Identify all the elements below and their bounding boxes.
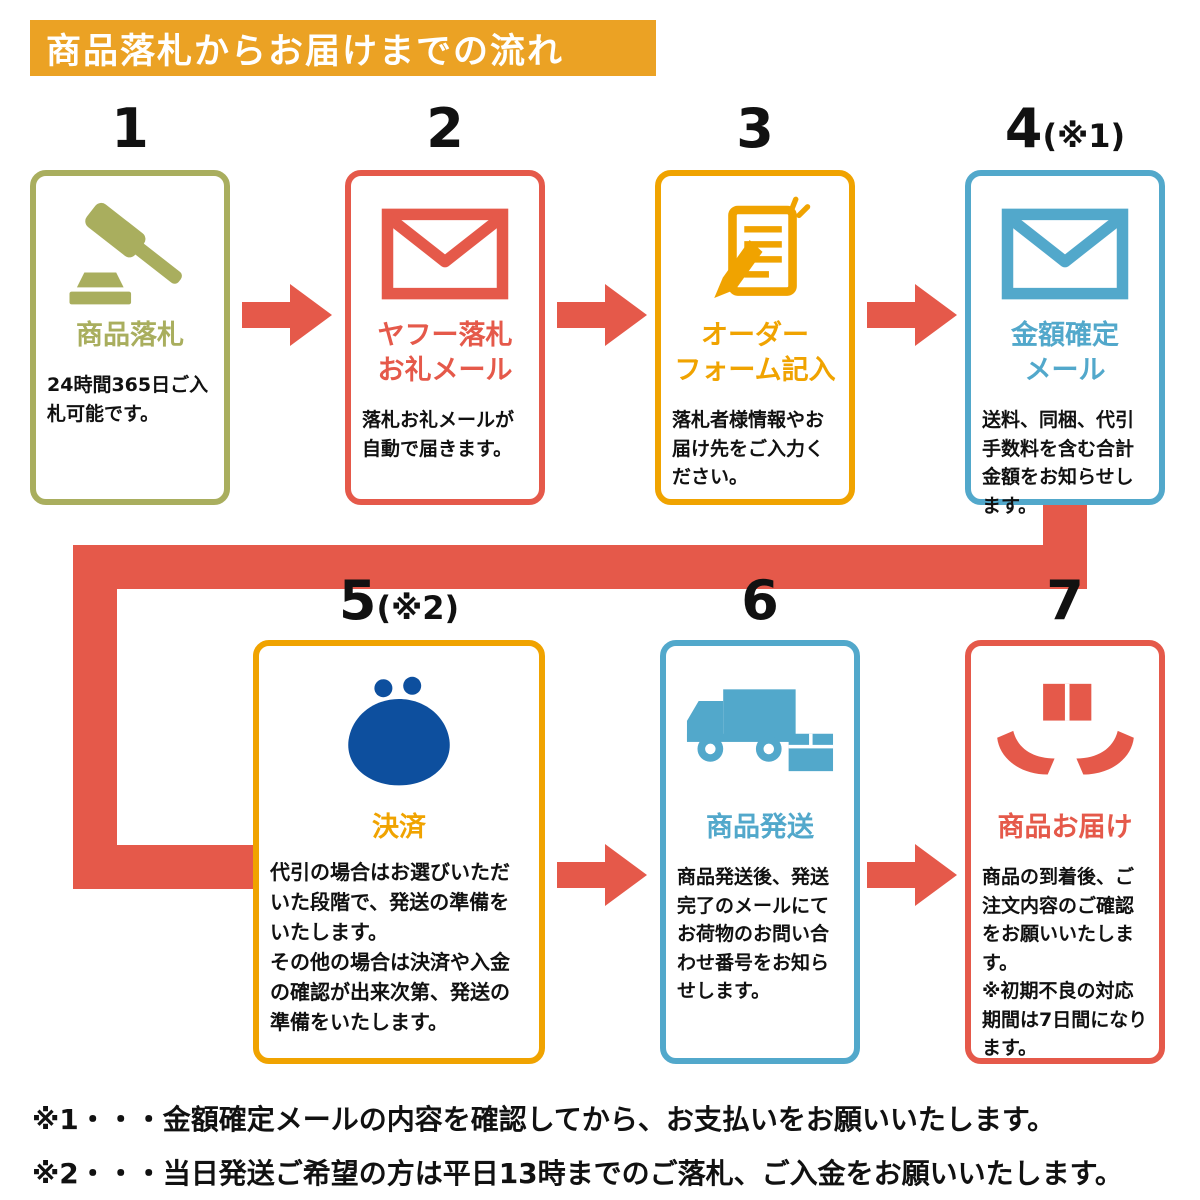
step-description: 商品発送後、発送完了のメールにてお荷物のお問い合わせ番号をお知らせします。: [677, 866, 830, 1003]
page-title: 商品落札からお届けまでの流れ: [30, 20, 656, 76]
step-description: 落札お礼メールが自動で届きます。: [362, 409, 515, 460]
step-card-order-form: オーダー フォーム記入 落札者様情報やお届け先をご入力ください。: [655, 170, 855, 505]
delivery-truck-icon: [681, 660, 839, 810]
step-number-5: 5(※2): [338, 569, 460, 632]
step-title: 商品お届け: [997, 812, 1133, 843]
order-form-pencil-icon: [696, 190, 814, 318]
step-description: 落札者様情報やお届け先をご入力ください。: [672, 409, 825, 489]
mail-icon: [1001, 190, 1129, 318]
step-description: 送料、同梱、代引手数料を含む合計金額をお知らせします。: [982, 409, 1135, 517]
step-number-2: 2: [426, 97, 464, 160]
step-description: 24時間365日ご入札可能です。: [47, 374, 209, 425]
step-number-3: 3: [736, 97, 774, 160]
step-title: オーダー フォーム記入: [674, 320, 836, 387]
footnote-1: ※1・・・金額確定メールの内容を確認してから、お支払いをお願いいたします。: [32, 1103, 1056, 1136]
flow-connector-segment: [73, 545, 117, 889]
step-title: 商品発送: [706, 812, 814, 843]
coin-purse-icon: [333, 660, 465, 810]
step-title: ヤフー落札 お礼メール: [377, 320, 513, 387]
step-title: 商品落札: [76, 320, 184, 351]
step-card-delivery: 商品お届け 商品の到着後、ご注文内容のご確認をお願いいたします。 ※初期不良の対…: [965, 640, 1165, 1064]
gavel-icon: [61, 190, 199, 318]
step-card-shipping: 商品発送 商品発送後、発送完了のメールにてお荷物のお問い合わせ番号をお知らせしま…: [660, 640, 860, 1064]
arrow-right-icon: [557, 284, 647, 346]
arrow-right-icon: [867, 844, 957, 906]
arrow-right-icon: [242, 284, 332, 346]
step-title: 金額確定 メール: [1011, 320, 1119, 387]
step-description: 商品の到着後、ご注文内容のご確認をお願いいたします。 ※初期不良の対応期間は7日…: [982, 866, 1148, 1060]
step-number-7: 7: [1046, 569, 1084, 632]
flow-connector-segment: [73, 845, 261, 889]
step-card-thanks-mail: ヤフー落札 お礼メール 落札お礼メールが自動で届きます。: [345, 170, 545, 505]
hands-package-icon: [988, 660, 1143, 810]
step-description: 代引の場合はお選びいただいた段階で、発送の準備をいたします。 その他の場合は決済…: [270, 860, 510, 1035]
step-card-auction-win: 商品落札 24時間365日ご入札可能です。: [30, 170, 230, 505]
step-number-4: 4(※1): [1004, 97, 1126, 160]
step-number-6: 6: [741, 569, 779, 632]
flow-connector-segment: [73, 545, 1087, 589]
arrow-right-icon: [867, 284, 957, 346]
step-card-payment: 決済 代引の場合はお選びいただいた段階で、発送の準備をいたします。 その他の場合…: [253, 640, 545, 1064]
arrow-right-icon: [557, 844, 647, 906]
step-number-1: 1: [111, 97, 149, 160]
footnote-2: ※2・・・当日発送ご希望の方は平日13時までのご落札、ご入金をお願いいたします。: [32, 1157, 1123, 1190]
step-card-price-mail: 金額確定 メール 送料、同梱、代引手数料を含む合計金額をお知らせします。: [965, 170, 1165, 517]
mail-icon: [381, 190, 509, 318]
step-title: 決済: [372, 812, 426, 843]
